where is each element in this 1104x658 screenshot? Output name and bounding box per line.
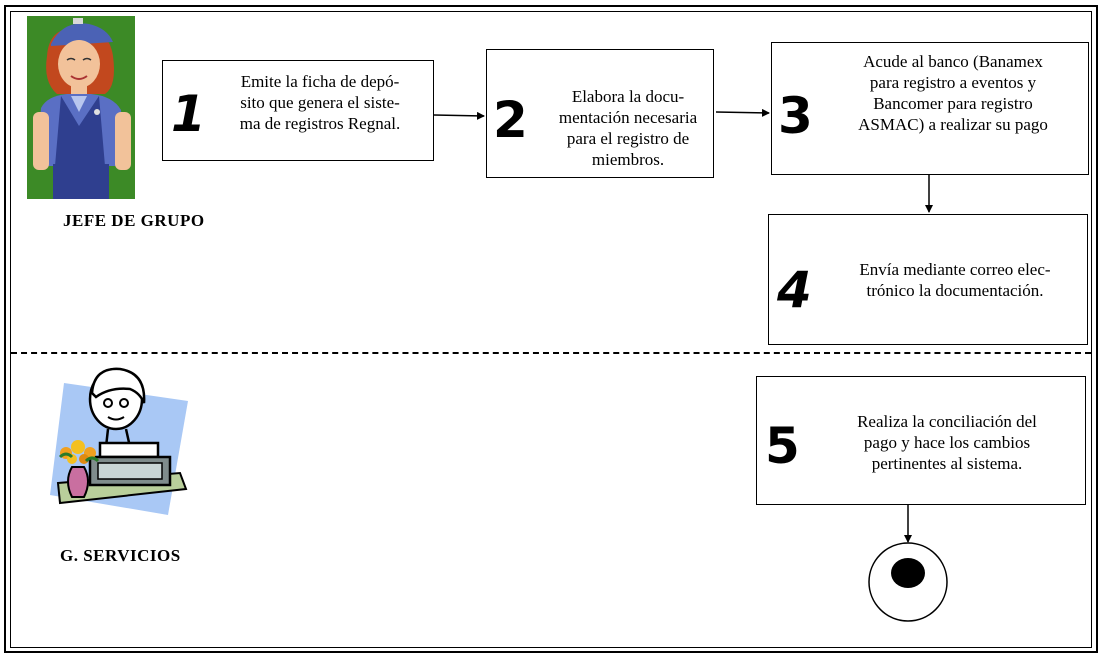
step-1-number: 1 [171,85,206,143]
step-4-box: 4 Envía mediante correo elec- trónico la… [768,214,1088,345]
step-3-text: Acude al banco (Banamex para registro a … [858,52,1048,134]
step-3-number: 3 [778,87,813,145]
diagram-outer-frame [4,5,1098,653]
diagram-inner-frame [10,11,1092,648]
step-5-text: Realiza la conciliación del pago y hace … [857,412,1037,473]
step-1-text: Emite la ficha de depó- sito que genera … [239,72,401,133]
step-3-box: 3 Acude al banco (Banamex para registro … [771,42,1089,175]
lane-label-g-servicios: G. SERVICIOS [60,546,181,565]
lane-label-jefe-de-grupo: JEFE DE GRUPO [63,211,205,230]
g-servicios-clipart-icon [50,367,188,515]
swimlane-divider [11,352,1091,354]
arrow-step2-to-step3 [715,108,770,117]
step-2-number: 2 [493,91,528,149]
step-5-number: 5 [765,417,800,475]
arrow-step1-to-step2 [433,111,485,120]
end-node-icon [868,542,948,622]
jefe-de-grupo-clipart-icon [27,16,135,199]
step-2-text: Elabora la docu- mentación necesaria par… [558,87,698,169]
step-2-box: 2 Elabora la docu- mentación necesaria p… [486,49,714,178]
step-5-box: 5 Realiza la conciliación del pago y hac… [756,376,1086,505]
step-1-box: 1 Emite la ficha de depó- sito que gener… [162,60,434,161]
step-4-text: Envía mediante correo elec- trónico la d… [859,260,1051,300]
step-4-number: 4 [777,261,812,319]
